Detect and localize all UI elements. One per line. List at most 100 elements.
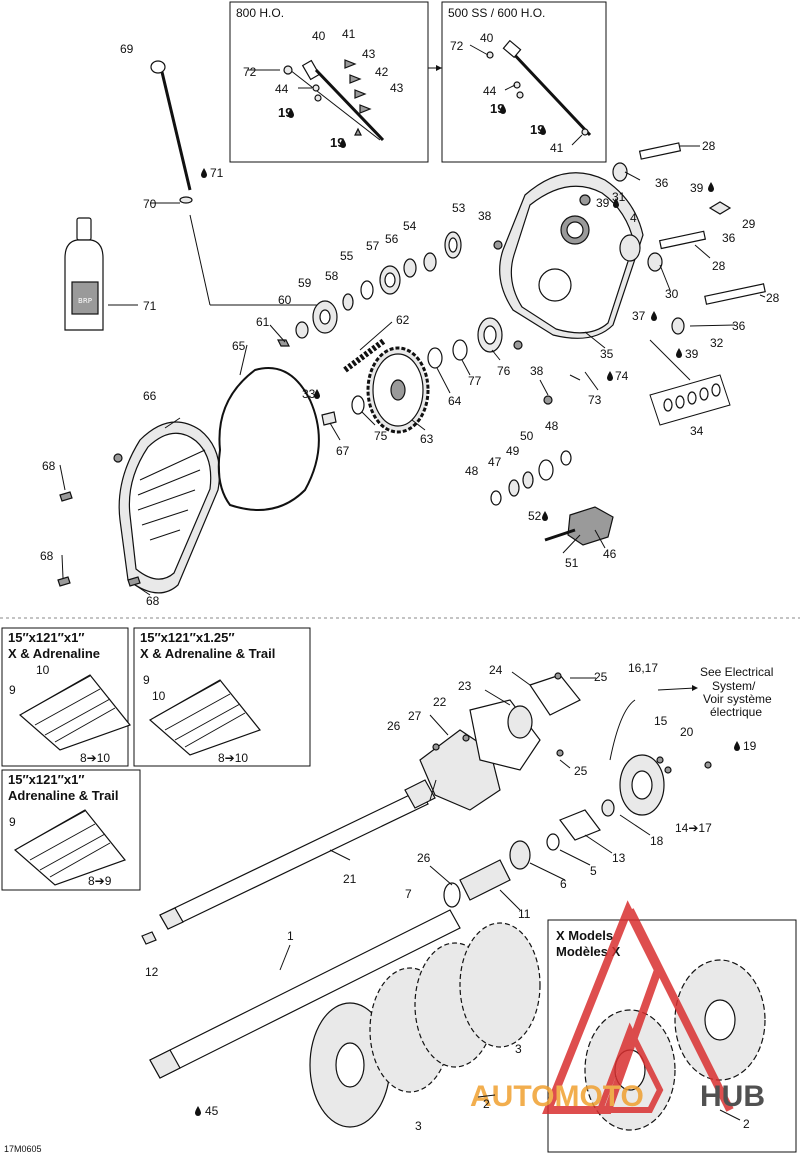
part-label: 10 [36, 663, 50, 677]
part-label: 73 [588, 393, 602, 407]
part-label: 40 [480, 31, 494, 45]
shim-set [649, 339, 731, 426]
track-box-c: 15″x121″x1″ Adrenaline & Trail [1, 769, 141, 891]
part-label: 28 [766, 291, 780, 305]
part-label: 72 [243, 65, 257, 79]
part-label: 8➔10 [218, 751, 248, 765]
svg-text:BRP: BRP [78, 297, 92, 305]
part-label: 15 [654, 714, 668, 728]
electrical-note-line2: System/ [712, 679, 756, 693]
electrical-note-line4: électrique [710, 705, 762, 719]
part-label: 34 [690, 424, 704, 438]
oil-bottle: BRP [64, 217, 138, 331]
part-label: 37 [632, 309, 646, 323]
part-label: 26 [387, 719, 401, 733]
part-label: 71 [210, 166, 224, 180]
part-label: 77 [468, 374, 482, 388]
x-models-box: X Models Modèles X [547, 919, 797, 1153]
chaincase-housing [499, 172, 644, 339]
part-label: 39 [596, 196, 610, 210]
x-models-subtitle: Modèles X [556, 944, 621, 959]
part-label: 44 [483, 84, 497, 98]
part-label: 23 [458, 679, 472, 693]
part-label: 75 [374, 429, 388, 443]
part-label: 25 [594, 670, 608, 684]
part-label: 62 [396, 313, 410, 327]
part-label: 13 [612, 851, 626, 865]
bolt-67 [321, 411, 337, 426]
part-label: 67 [336, 444, 350, 458]
watermark-brand-left: AUTOMOTO [470, 1080, 644, 1113]
track-b-subtitle: X & Adrenaline & Trail [140, 646, 275, 661]
part-label: 9 [9, 815, 16, 829]
part-label: 55 [340, 249, 354, 263]
x-models-title: X Models [556, 928, 613, 943]
part-label: 48 [465, 464, 479, 478]
part-label: 49 [506, 444, 520, 458]
part-label: 70 [143, 197, 157, 211]
part-label: 14➔17 [675, 821, 712, 835]
part-label: 3 [415, 1119, 422, 1133]
part-label: 43 [362, 47, 376, 61]
part-label: 66 [143, 389, 157, 403]
large-sprocket [366, 346, 430, 434]
track-c-subtitle: Adrenaline & Trail [8, 788, 119, 803]
box-500-title: 500 SS / 600 H.O. [448, 6, 545, 20]
part-label: 36 [655, 176, 669, 190]
dipstick [150, 60, 330, 306]
sprocket-stack [277, 231, 462, 347]
oil-drop-icons [195, 104, 740, 1116]
part-label: 47 [488, 455, 502, 469]
part-label: 71 [143, 299, 157, 313]
track-b-title: 15″x121″x1.25″ [140, 630, 235, 645]
part-label: 6 [560, 877, 567, 891]
part-label: 48 [545, 419, 559, 433]
part-label: 68 [42, 459, 56, 473]
part-label: 38 [478, 209, 492, 223]
part-label: 28 [712, 259, 726, 273]
part-label: 63 [420, 432, 434, 446]
part-label: 33 [302, 387, 316, 401]
part-label: 16,17 [628, 661, 658, 675]
bearing-housing [419, 672, 712, 908]
part-label: 22 [433, 695, 447, 709]
part-label: 45 [205, 1104, 219, 1118]
part-label: 32 [710, 336, 724, 350]
part-label: 61 [256, 315, 270, 329]
part-label: 26 [417, 851, 431, 865]
part-label: 4 [630, 211, 637, 225]
part-label: 39 [685, 347, 699, 361]
part-label: 8➔9 [88, 874, 112, 888]
part-label: 58 [325, 269, 339, 283]
part-label: 10 [152, 689, 166, 703]
part-label: 9 [143, 673, 150, 687]
part-label: 19 [743, 739, 757, 753]
part-label: 44 [275, 82, 289, 96]
part-numbers: 69 70 71 71 40 41 43 42 43 72 44 19 19 4… [4, 27, 780, 1154]
chaincase-cover [57, 367, 320, 594]
part-label: 7 [405, 887, 412, 901]
part-label: 68 [40, 549, 54, 563]
part-label: 69 [120, 42, 134, 56]
part-label: 12 [145, 965, 159, 979]
part-label: 5 [590, 864, 597, 878]
tensioner [490, 450, 614, 546]
track-a-title: 15″x121″x1″ [8, 630, 85, 645]
part-label: 74 [615, 369, 629, 383]
watermark-logo: AUTOMOTO HUB [470, 900, 765, 1114]
part-label: 38 [530, 364, 544, 378]
watermark-brand-right: HUB [700, 1080, 765, 1113]
part-label: 18 [650, 834, 664, 848]
part-label: 41 [342, 27, 356, 41]
part-label: 65 [232, 339, 246, 353]
part-label: 35 [600, 347, 614, 361]
part-label: 52 [528, 509, 542, 523]
part-label: 68 [146, 594, 160, 608]
box-500-600: 500 SS / 600 H.O. [441, 1, 607, 163]
part-label: 51 [565, 556, 579, 570]
part-label: 40 [312, 29, 326, 43]
part-label: 41 [550, 141, 564, 155]
part-label: 57 [366, 239, 380, 253]
part-label: 21 [343, 872, 357, 886]
part-label: 54 [403, 219, 417, 233]
